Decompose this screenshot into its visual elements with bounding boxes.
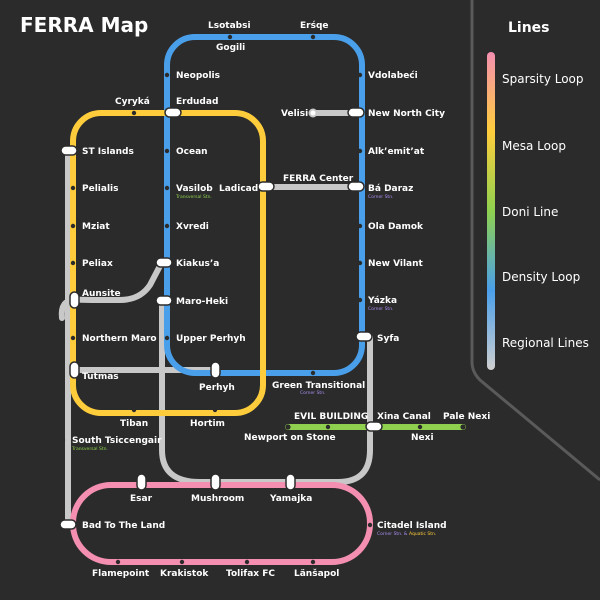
legend-item-doni[interactable]: Doni Line (502, 205, 558, 219)
station-erdudad[interactable]: Erdudad (176, 97, 218, 107)
station-pale-nexi[interactable]: Pale Nexi (443, 412, 490, 422)
station-gogili[interactable]: Gogili (216, 43, 245, 53)
station-st-islands[interactable]: ST Islands (82, 147, 134, 157)
station-xvredi[interactable]: Xvredi (176, 222, 209, 232)
station-flamepoint[interactable]: Flamepoint (92, 569, 150, 579)
station-vasilob[interactable]: Vasilob (176, 184, 213, 194)
yazka-note: Corner Stn. (368, 306, 393, 312)
legend-item-mesa[interactable]: Mesa Loop (502, 139, 566, 153)
south-tsiccengair-note: Transversal Stn. (71, 446, 108, 452)
station-syfa[interactable]: Syfa (377, 334, 399, 344)
station-xina-canal[interactable]: Xina Canal (377, 412, 431, 422)
station-cyryka[interactable]: Cyryká (115, 97, 150, 107)
station-evil-building[interactable]: EVIL BUILDING (294, 412, 368, 422)
station-nexi[interactable]: Nexi (411, 433, 434, 443)
station-bad-to-the-land[interactable]: Bad To The Land (82, 521, 165, 531)
station-ocean[interactable]: Ocean (176, 147, 208, 157)
station-new-vilant[interactable]: New Vilant (368, 259, 424, 269)
station-velisi[interactable]: Velisi (281, 109, 308, 119)
station-hortim[interactable]: Hortim (190, 419, 225, 429)
legend-gradient-bar (487, 52, 495, 370)
station-alkemitat[interactable]: Alk’emit’at (368, 147, 425, 157)
station-pelialis[interactable]: Pelialis (82, 184, 118, 194)
station-tutmas[interactable]: Tutmas (82, 372, 119, 382)
station-kiakusa[interactable]: Kiakus’a (176, 259, 219, 269)
station-esar[interactable]: Esar (130, 494, 153, 504)
station-south-tsiccengair[interactable]: South Tsiccengair (72, 436, 162, 446)
station-mziat[interactable]: Mziat (82, 222, 110, 232)
ba-daraz-note: Corner Stn. (368, 194, 393, 200)
station-new-north-city[interactable]: New North City (368, 109, 445, 119)
station-ola-damok[interactable]: Ola Damok (368, 222, 424, 232)
station-perhyh[interactable]: Perhyh (199, 383, 235, 393)
green-transitional-note: Corner Stn. (300, 390, 325, 396)
legend-divider (470, 0, 600, 482)
station-aunsite[interactable]: Aunsite (82, 289, 121, 299)
citadel-island-corner-note: Corner Stn. & (377, 531, 408, 537)
station-tiban[interactable]: Tiban (120, 419, 148, 429)
station-mushroom[interactable]: Mushroom (191, 494, 244, 504)
velisi-terminus (308, 108, 318, 118)
station-ladicad[interactable]: Ladicad (219, 184, 258, 194)
citadel-island-aquatic-note: Aquatic Stn. (409, 531, 436, 537)
station-lansapol[interactable]: Länšapol (294, 568, 339, 579)
station-neopolis[interactable]: Neopolis (176, 71, 220, 81)
station-dots (60, 34, 466, 565)
station-maro-heki[interactable]: Maro-Heki (176, 297, 228, 307)
station-peliax[interactable]: Peliax (82, 259, 113, 269)
station-krakistok[interactable]: Krakistok (160, 569, 209, 579)
station-northern-maro[interactable]: Northern Maro (82, 334, 157, 344)
station-green-transitional[interactable]: Green Transitional (272, 381, 365, 391)
station-newport-on-stone[interactable]: Newport on Stone (244, 433, 336, 443)
interchanges (59, 107, 383, 530)
station-lsotabsi[interactable]: Lsotabsi (208, 21, 251, 31)
station-ba-daraz[interactable]: Bá Daraz (368, 184, 413, 194)
legend-item-sparsity[interactable]: Sparsity Loop (502, 72, 584, 86)
station-vdolabeci[interactable]: Vdolabeći (368, 70, 418, 81)
station-ersqe[interactable]: Erśqe (300, 20, 329, 31)
vasilob-note: Transversal Stn. (175, 194, 212, 200)
station-yazka[interactable]: Yázka (367, 296, 397, 306)
map-title: FERRA Map (20, 13, 148, 37)
legend-item-density[interactable]: Density Loop (502, 270, 580, 284)
station-upper-perhyh[interactable]: Upper Perhyh (176, 334, 246, 344)
station-yamajka[interactable]: Yamajka (269, 494, 312, 504)
station-citadel-island[interactable]: Citadel Island (377, 521, 447, 531)
legend-item-regional[interactable]: Regional Lines (502, 336, 589, 350)
station-ferra-center[interactable]: FERRA Center (283, 174, 354, 184)
legend-title: Lines (508, 20, 550, 36)
station-tolifax-fc[interactable]: Tolifax FC (226, 569, 275, 579)
